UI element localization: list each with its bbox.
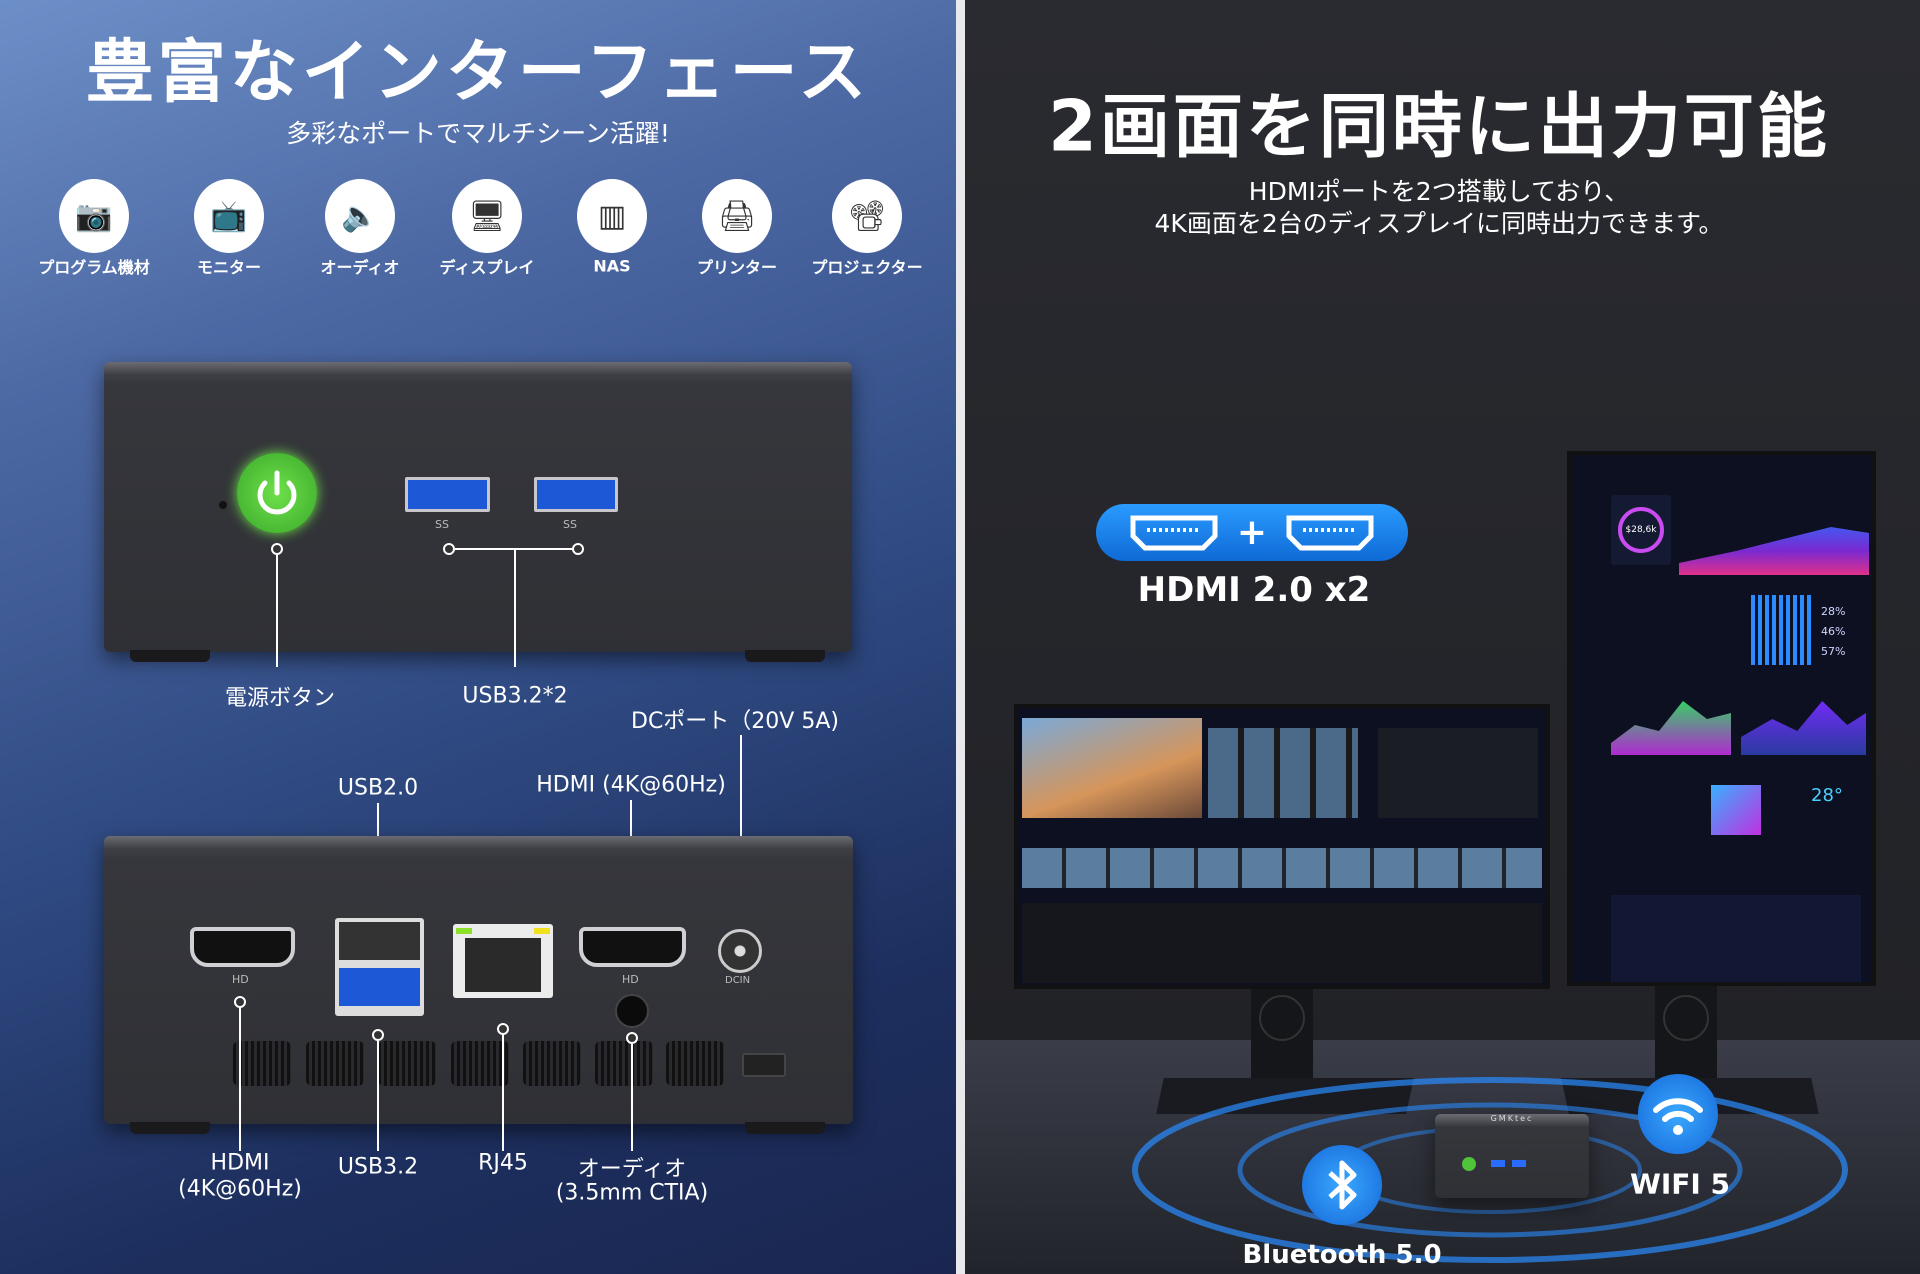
plus-icon: + xyxy=(1236,512,1268,553)
bluetooth-badge xyxy=(1302,1145,1382,1225)
front-usb-port-1 xyxy=(405,477,490,512)
device-label: プリンター xyxy=(696,258,778,277)
device-label: プログラム機材 xyxy=(38,258,150,277)
timeline xyxy=(1022,848,1542,888)
right-monitor-screen: $28,6k 28% 46% 57% 28° xyxy=(1567,451,1876,986)
stat-46: 46% xyxy=(1821,625,1846,638)
hdmi-port-icon xyxy=(1130,515,1218,550)
wifi-icon xyxy=(1653,1098,1703,1135)
audio-jack xyxy=(615,994,649,1028)
hdmi-bottom-label: HDMI xyxy=(210,1150,270,1176)
donut-value: $28,6k xyxy=(1618,507,1664,553)
dual-display-panel: 2画面を同時に出力可能 HDMIポートを2つ搭載しており、 4K画面を2台のディ… xyxy=(965,0,1920,1274)
device-label: プロジェクター xyxy=(811,258,923,277)
hd-marking: HD xyxy=(232,973,249,986)
printer-icon: 🖨 xyxy=(702,179,772,253)
interfaces-panel: 豊富なインターフェース 多彩なポートでマルチシーン活躍! 📷 プログラム機材 📺 モニ… xyxy=(0,0,956,1274)
vent xyxy=(378,1041,436,1086)
monitor-stand-right xyxy=(1655,985,1717,1080)
hdmi-port-icon xyxy=(1286,515,1374,550)
bluetooth-label: Bluetooth 5.0 xyxy=(1242,1240,1442,1270)
server-rack-icon: ▥ xyxy=(577,179,647,253)
vent xyxy=(306,1041,364,1086)
hdmi-port-2 xyxy=(579,927,686,967)
hd-marking: HD xyxy=(622,973,639,986)
right-subtitle-2: 4K画面を2台のディスプレイに同時出力できます。 xyxy=(1154,209,1724,238)
hdmi-port-1 xyxy=(190,927,295,967)
stat-57: 57% xyxy=(1821,645,1846,658)
hdmi-badge: + xyxy=(1096,504,1408,561)
right-subtitle-1: HDMIポートを2つ搭載しており、 xyxy=(1248,177,1630,206)
wifi-badge xyxy=(1638,1074,1718,1154)
ss-marking: SS xyxy=(563,518,577,531)
hdmi-bottom-spec: (4K@60Hz) xyxy=(178,1176,302,1202)
front-usb-port-2 xyxy=(534,477,618,512)
usb-front-label: USB3.2*2 xyxy=(462,683,568,709)
device-label: モニター xyxy=(196,258,262,277)
brand-logo: GMKtec xyxy=(1435,1114,1589,1126)
dcin-marking: DCIN xyxy=(725,975,751,986)
speaker-icon: 🔈 xyxy=(325,179,395,253)
security-camera-icon: 📷 xyxy=(59,179,129,253)
vent xyxy=(595,1041,653,1086)
usb-stack xyxy=(335,918,424,1016)
hdmi-top-label: HDMI (4K@60Hz) xyxy=(536,772,726,798)
dc-in-port xyxy=(718,929,762,973)
audio-spec: (3.5mm CTIA) xyxy=(555,1180,709,1206)
device-label: ディスプレイ xyxy=(439,258,535,277)
usb2-label: USB2.0 xyxy=(337,775,419,801)
left-subtitle: 多彩なポートでマルチシーン活躍! xyxy=(286,119,670,148)
power-icon xyxy=(257,470,297,515)
projector-icon: 📽 xyxy=(832,179,902,253)
rj45-label: RJ45 xyxy=(478,1150,528,1176)
mini-pc: GMKtec xyxy=(1435,1114,1589,1198)
device-label: オーディオ xyxy=(320,258,400,277)
weather-temp: 28° xyxy=(1811,785,1843,806)
vent xyxy=(233,1041,291,1086)
bluetooth-icon xyxy=(1328,1160,1357,1210)
power-button-label: 電源ボタン xyxy=(224,686,336,711)
rj45-port xyxy=(453,924,553,998)
audio-label: オーディオ xyxy=(577,1157,687,1182)
device-label: NAS xyxy=(593,256,631,276)
usb32-label: USB3.2 xyxy=(337,1154,419,1180)
mini-pc-power-icon xyxy=(1462,1157,1476,1171)
divider xyxy=(956,0,965,1274)
dc-port-label: DCポート（20V 5A) xyxy=(631,709,839,734)
video-preview xyxy=(1022,718,1202,818)
curved-display-icon: 🖥 xyxy=(452,179,522,253)
tv-monitor-icon: 📺 xyxy=(194,179,264,253)
stat-28: 28% xyxy=(1821,605,1846,618)
power-button xyxy=(237,453,317,533)
wifi-label: WIFI 5 xyxy=(1629,1167,1731,1201)
monitor-stand-left xyxy=(1251,985,1313,1080)
vent xyxy=(666,1041,724,1086)
ss-marking: SS xyxy=(435,518,449,531)
lock-slot xyxy=(742,1053,786,1077)
vent xyxy=(523,1041,581,1086)
right-title: 2画面を同時に出力可能 xyxy=(1048,85,1830,168)
left-monitor-screen xyxy=(1014,704,1550,989)
left-title: 豊富なインターフェース xyxy=(85,33,871,113)
vent xyxy=(451,1041,509,1086)
hdmi-badge-label: HDMI 2.0 x2 xyxy=(1137,570,1371,610)
